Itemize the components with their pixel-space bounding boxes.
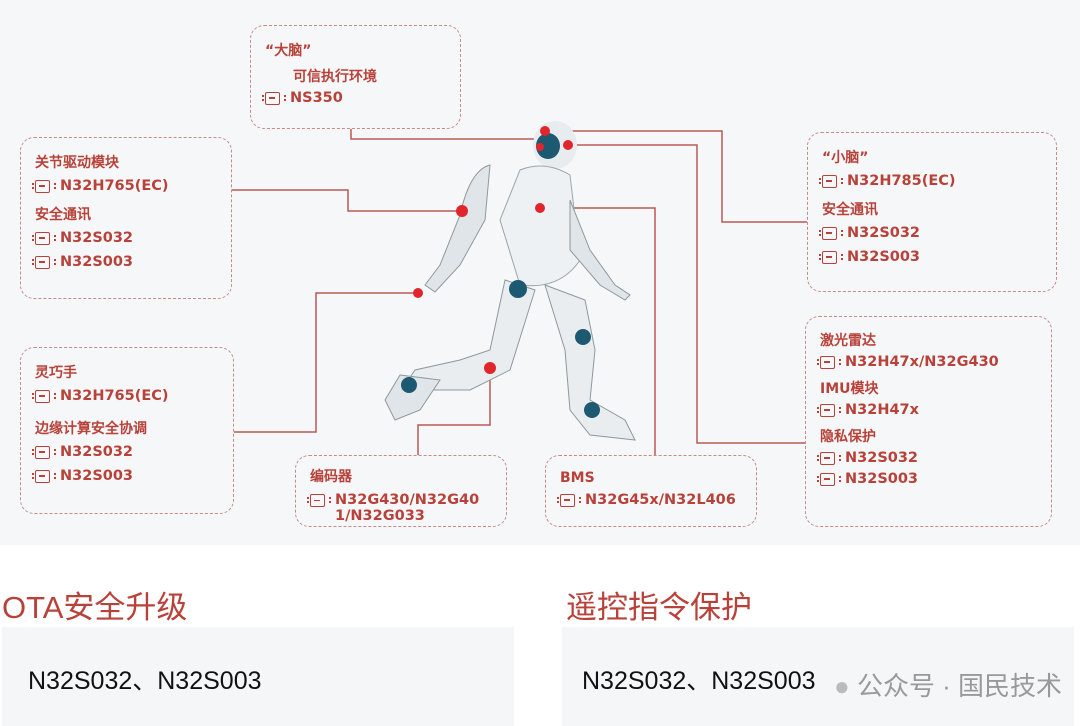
chip-item: NS350 <box>262 90 446 106</box>
connector-bms <box>540 207 656 455</box>
chip-item: N32G430/N32G401/N32G033 <box>307 492 492 524</box>
bms-box: BMS N32G45x/N32L406 <box>545 455 757 527</box>
connector-sensors <box>568 144 805 444</box>
chip-icon <box>32 231 56 245</box>
connector-joint <box>232 189 462 212</box>
chip-icon <box>817 403 841 417</box>
chip-icon <box>819 226 843 240</box>
chip-icon <box>307 494 331 507</box>
ota-value: N32S032、N32S003 <box>28 667 262 695</box>
dexterous-hand-box: 灵巧手 N32H765(EC) 边缘计算安全协调 N32S032 N32S003 <box>20 347 234 514</box>
chip-item: N32S032 <box>817 450 1037 466</box>
chip-item: N32H765(EC) <box>32 388 219 404</box>
encoder-box: 编码器 N32G430/N32G401/N32G033 <box>295 455 507 527</box>
chip-item: N32H785(EC) <box>819 173 1042 189</box>
chip-icon <box>817 451 841 465</box>
brain-box: “大脑” 可信执行环境 NS350 <box>250 25 461 129</box>
chip-icon <box>32 445 56 459</box>
brain-title: “大脑” <box>265 43 312 59</box>
chip-label: N32S003 <box>847 249 921 265</box>
chip-item: N32S032 <box>819 225 1042 241</box>
ota-title: OTA安全升级 <box>2 590 188 625</box>
chip-item: N32H765(EC) <box>32 178 217 194</box>
chip-icon <box>557 493 581 507</box>
joint-title2: 安全通讯 <box>35 207 91 223</box>
remote-value: N32S032、N32S003 <box>582 667 816 695</box>
chip-item: N32S003 <box>32 254 217 270</box>
chip-item: N32S003 <box>32 468 219 484</box>
chip-label: N32G45x/N32L406 <box>585 492 736 508</box>
chip-icon <box>32 179 56 193</box>
connector-cerebellum <box>548 130 807 223</box>
chip-label: N32H765(EC) <box>60 178 169 194</box>
connector-hand <box>234 292 418 433</box>
joint-drive-box: 关节驱动模块 N32H765(EC) 安全通讯 N32S032 N32S003 <box>20 137 232 299</box>
cerebellum-title2: 安全通讯 <box>822 202 878 218</box>
chip-label: N32G430/N32G401/N32G033 <box>335 492 480 524</box>
chip-icon <box>817 472 841 486</box>
chip-label: N32H785(EC) <box>847 173 956 189</box>
imu-title: IMU模块 <box>820 381 879 397</box>
chip-label: NS350 <box>290 90 343 106</box>
privacy-title: 隐私保护 <box>820 429 876 445</box>
wechat-icon: ● <box>834 671 850 701</box>
chip-label: N32H765(EC) <box>60 388 169 404</box>
chip-icon <box>32 255 56 269</box>
robot-figure <box>384 121 636 441</box>
chip-icon <box>819 250 843 264</box>
chip-icon <box>262 91 286 105</box>
remote-card: N32S032、N32S003 <box>562 627 1074 726</box>
chip-label: N32S032 <box>845 450 919 466</box>
chip-item: N32S032 <box>32 444 219 460</box>
connector-brain <box>350 129 545 140</box>
chip-icon <box>32 389 56 403</box>
watermark: ● 公众号 · 国民技术 <box>834 666 1062 703</box>
chip-item: N32S003 <box>819 249 1042 265</box>
chip-label: N32S003 <box>60 468 134 484</box>
chip-icon <box>819 174 843 188</box>
encoder-title: 编码器 <box>310 469 352 485</box>
chip-label: N32S032 <box>847 225 921 241</box>
hand-title: 灵巧手 <box>35 365 77 381</box>
chip-item: N32S003 <box>817 471 1037 487</box>
chip-icon <box>32 469 56 483</box>
chip-label: N32S003 <box>60 254 134 270</box>
connector-encoder <box>417 378 491 455</box>
chip-label: N32S032 <box>60 444 134 460</box>
hand-title2: 边缘计算安全协调 <box>35 421 147 437</box>
chip-item: N32H47x/N32G430 <box>817 354 1037 370</box>
bms-title: BMS <box>560 470 595 486</box>
chip-item: N32S032 <box>32 230 217 246</box>
chip-item: N32G45x/N32L406 <box>557 492 742 508</box>
chip-item: N32H47x <box>817 402 1037 418</box>
brain-subtitle: 可信执行环境 <box>293 69 377 85</box>
cerebellum-box: “小脑” N32H785(EC) 安全通讯 N32S032 N32S003 <box>807 132 1057 292</box>
chip-label: N32H47x/N32G430 <box>845 354 999 370</box>
lidar-title: 激光雷达 <box>820 333 876 349</box>
ota-card: N32S032、N32S003 <box>2 627 514 726</box>
chip-icon <box>817 355 841 369</box>
sensors-box: 激光雷达 N32H47x/N32G430 IMU模块 N32H47x 隐私保护 … <box>805 316 1052 527</box>
watermark-text: 公众号 · 国民技术 <box>856 671 1063 701</box>
joint-title: 关节驱动模块 <box>35 155 119 171</box>
chip-label: N32S003 <box>845 471 919 487</box>
chip-label: N32S032 <box>60 230 134 246</box>
remote-title: 遥控指令保护 <box>566 590 752 625</box>
robot-diagram <box>232 121 807 455</box>
cerebellum-title: “小脑” <box>822 150 869 166</box>
chip-label: N32H47x <box>845 402 919 418</box>
